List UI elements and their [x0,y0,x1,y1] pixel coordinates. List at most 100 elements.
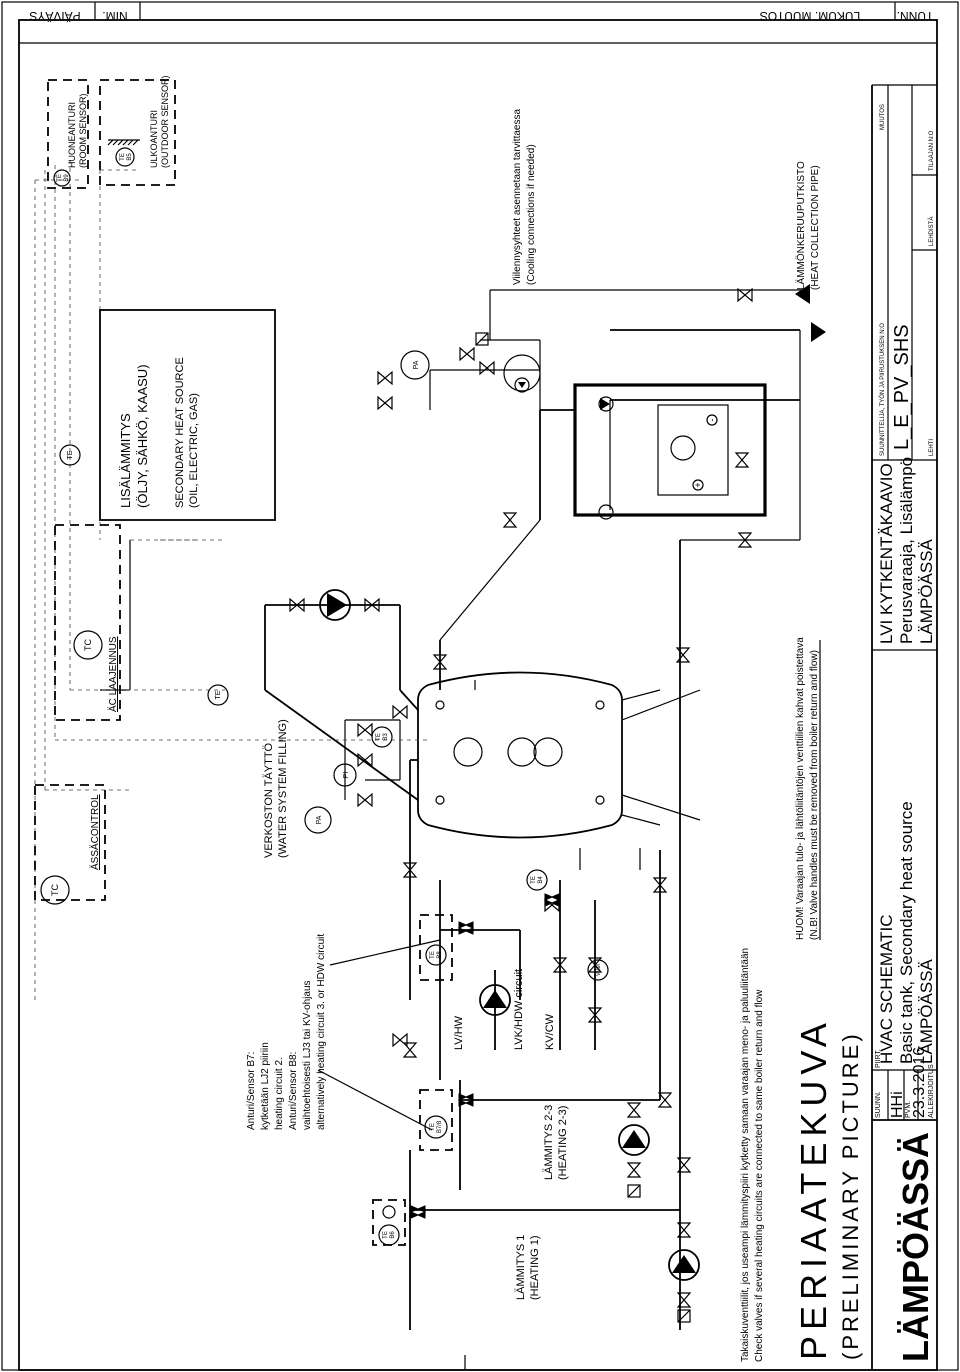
lvi-title-2: Perusvaraaja, Lisälämpö [897,457,916,644]
assacontrol-box: TC ÄSSÄCONTROL [34,784,106,905]
lammitys1-en: (HEATING 1) [529,1235,541,1300]
hvac-title-1: HVAC SCHEMATIC [877,914,896,1064]
valve-icon [357,792,373,808]
date-value: 23.3.2016 [911,1047,928,1118]
valve-icon [402,862,418,878]
secondary-en1: SECONDARY HEAT SOURCE [174,357,186,508]
filters [627,1184,691,1323]
piirt-label: PIIRT. [875,1049,882,1068]
lammitys23-en: (HEATING 2-3) [557,1106,569,1180]
pump-heating23-icon [618,1124,650,1156]
valve-icon [364,597,380,613]
note-b7-2: kytketään LJ2 piiriin [260,1042,271,1130]
minus-sign: - [707,419,717,422]
valve-icon [552,957,568,973]
tilaajan-label: TILAAJAN N:O [929,130,935,171]
suunn-value: HHi [889,1091,906,1118]
ac-laajennus-label: ÄC LAAJENNUS [107,636,119,712]
te-ac: TE [67,450,74,459]
assacontrol-label: ÄSSÄCONTROL [89,794,101,870]
valve-icon [676,1292,692,1308]
b8-label: B8 [437,951,443,959]
note-takaisku-fi: Takaiskuventtiilit, jos useampi lämmitys… [740,948,751,1362]
storage-tank [417,671,701,870]
b78-label: B7/8 [437,1120,443,1133]
secondary-en2: (OIL, ELECTRIC, GAS) [188,393,200,508]
mixing-valve-icon [409,1205,427,1219]
huoneanturi-fi: HUONEANTURI [67,102,77,168]
hvac-title-2: Basic tank, Secondary heat source [897,801,916,1064]
valve-icon [432,654,448,670]
preliminary-stamp: PERIAATEKUVA (PRELIMINARY PICTURE) [793,1017,863,1360]
preliminary-main: PERIAATEKUVA [793,1017,834,1360]
valve-icon [479,360,495,376]
valve-icon [626,1162,642,1178]
pump-secondary-icon [319,589,351,621]
note-huom-fi: HUOM! Varaajan tulo- ja lähtöliitäntöjen… [795,637,806,940]
piping [100,289,810,1330]
valve-icon [392,704,408,720]
collection-arrow-icon-1 [795,284,810,304]
pumps [319,284,826,1281]
room-sensor: TE B9 HUONEANTURI (ROOM SENSOR) [47,79,89,189]
mixing-valve-icon [457,1093,475,1107]
rev-lukum-muutos: LUKUM. MUUTOS [760,9,860,23]
lammonkeruu-en: (HEAT COLLECTION PIPE) [810,165,821,290]
note-b8-2: vaihtoehtoisesti LJ3 tai KV-ohjaus [302,980,313,1130]
mixing-valve-icon [543,893,561,907]
valve-icon [652,877,668,893]
pa-top: PA [413,360,420,369]
brand-logo: LÄMPÖÄSSÄ [895,1132,936,1362]
lehti-label: LEHTI [929,439,935,456]
pipe-sensors: TE B6 TE B7/8 TE B8 TE B4 TE B3 PA PI VM… [304,726,609,1246]
valve-icon [587,1007,603,1023]
huoneanturi-en: (ROOM SENSOR) [78,93,88,168]
drawing-number: L_E_PV_SHS [891,324,913,450]
lammitys1-fi: LÄMMITYS 1 [515,1235,527,1300]
valve-icon [737,532,753,548]
control-wiring [34,160,430,1000]
valve-icon [357,722,373,738]
note-b7-3: heating circuit 2. [274,1057,285,1130]
viilennys-en: (Cooling connections if needed) [526,144,537,285]
notes: Takaiskuventtiilit, jos useampi lämmitys… [246,637,821,1362]
pump-heating1-icon [668,1249,700,1281]
secondary-heat-source: LISÄLÄMMITYS (ÖLJY, SÄHKÖ, KAASU) SECOND… [99,309,276,521]
valve-icon [657,1092,673,1108]
pi-filling: PI [343,772,350,779]
arrow-down-icon-1 [598,396,614,412]
revision-header: TUNN. LUKUM. MUUTOS NIM. PÄIVÄYS [29,2,933,23]
pa-filling: PA [316,815,323,824]
note-b7-1: Anturi/Sensor B7: [246,1052,257,1130]
arrow-down-icon-2 [598,504,614,520]
valve-icon [676,1222,692,1238]
valve-icon [675,647,691,663]
outdoor-sensor: TE B5 ULKOANTURI (OUTDOOR SENSOR) [99,75,176,186]
cooling-labels: Viilennysyhteet asennetaan tarvittaessa … [400,109,821,392]
ac-laajennus-box: TC ÄC LAAJENNUS TE TE [54,444,229,721]
te-b78: TE [430,1123,436,1131]
te-b5: TE [120,153,126,161]
rev-paivays: PÄIVÄYS [29,9,80,23]
verkoston-fi: VERKOSTON TÄYTTÖ [263,742,275,858]
te-secondary: TE [215,690,222,699]
assacontrol-tc: TC [50,884,60,896]
plus-sign: + [693,482,703,487]
mixing-valve-icon [457,921,475,935]
valve-icon [676,1157,692,1173]
valve-icon [289,597,305,613]
valve-icon [734,452,750,468]
ulkoanturi-en: (OUTDOOR SENSOR) [160,75,170,168]
lisalammitys-fi1: LISÄLÄMMITYS [118,413,133,508]
leader-b8 [329,939,441,966]
b6-label: B6 [390,1231,396,1239]
muutos-label: MUUTOS [880,104,886,130]
verkoston-en: (WATER SYSTEM FILLING) [277,719,289,858]
note-b8-1: Anturi/Sensor B8: [288,1052,299,1130]
preliminary-sub: (PRELIMINARY PICTURE) [838,1031,863,1360]
ulkoanturi-fi: ULKOANTURI [149,110,159,168]
valve-icon [377,370,393,386]
